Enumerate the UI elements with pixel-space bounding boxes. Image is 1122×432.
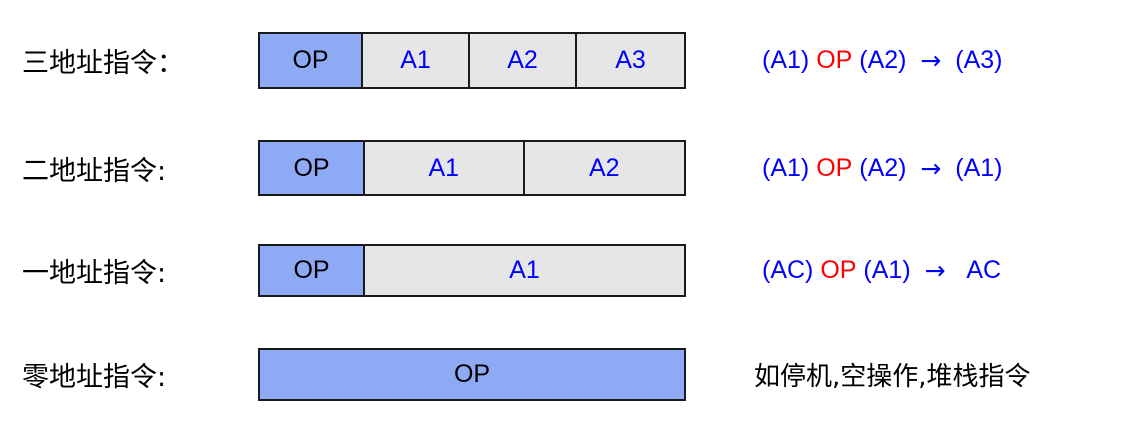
- field-address-1: A1: [365, 246, 684, 295]
- expr-result: (A1): [955, 153, 1003, 182]
- expr-space-3: [911, 256, 925, 285]
- expr-operand-1: (A1): [762, 46, 810, 74]
- expr-space-4: [941, 154, 955, 183]
- field-address-1: A1: [365, 142, 525, 194]
- expr-space-2: [852, 154, 859, 183]
- field-address-3: A3: [577, 34, 684, 87]
- expr-operator: OP: [816, 46, 853, 74]
- expr-space-3: [907, 154, 921, 183]
- instruction-row-two-address: 二地址指令: OP A1 A2 (A1) OP (A2) → (A1): [0, 140, 1122, 196]
- row-label-three-address: 三地址指令：: [22, 48, 184, 79]
- expression-three-address: (A1) OP (A2) → (A3): [762, 32, 1003, 89]
- field-address-1: A1: [363, 34, 471, 87]
- expr-result: AC: [966, 256, 1002, 284]
- instruction-word-zero-address: OP: [258, 348, 686, 401]
- right-arrow-icon: →: [924, 256, 946, 285]
- expression-two-address: (A1) OP (A2) → (A1): [762, 140, 1003, 196]
- field-opcode: OP: [260, 350, 684, 399]
- expr-space-1: [809, 46, 816, 75]
- expr-space-1: [813, 256, 820, 285]
- row-label-one-address: 一地址指令:: [22, 258, 167, 289]
- row-label-two-address: 二地址指令:: [22, 155, 167, 187]
- expr-space-4: [946, 256, 967, 285]
- expr-operand-1: (A1): [762, 153, 810, 182]
- instruction-word-one-address: OP A1: [258, 244, 686, 297]
- field-address-2: A2: [470, 34, 578, 87]
- right-arrow-icon: →: [920, 46, 942, 75]
- expr-space-2: [856, 256, 863, 285]
- field-opcode: OP: [260, 34, 364, 87]
- expr-operand-2: (A1): [863, 256, 911, 284]
- right-arrow-icon: →: [920, 153, 942, 183]
- expression-one-address: (AC) OP (A1) → AC: [762, 244, 1001, 297]
- note-zero-address: 如停机,空操作,堆栈指令: [754, 362, 1031, 392]
- expr-operator: OP: [820, 256, 857, 284]
- field-opcode: OP: [260, 142, 366, 194]
- field-opcode: OP: [260, 246, 366, 295]
- expr-space-2: [852, 46, 859, 75]
- expr-space-3: [907, 46, 921, 75]
- instruction-word-two-address: OP A1 A2: [258, 140, 686, 196]
- expr-operand-1: (AC): [762, 256, 814, 284]
- field-address-2: A2: [524, 142, 684, 194]
- expr-operand-2: (A2): [859, 46, 907, 74]
- instruction-row-zero-address: 零地址指令: OP 如停机,空操作,堆栈指令: [0, 348, 1122, 401]
- instruction-row-one-address: 一地址指令: OP A1 (AC) OP (A1) → AC: [0, 244, 1122, 297]
- expr-space-4: [941, 46, 955, 75]
- instruction-word-three-address: OP A1 A2 A3: [258, 32, 686, 89]
- expr-operator: OP: [816, 153, 853, 182]
- expr-space-1: [809, 154, 816, 183]
- expr-result: (A3): [955, 46, 1003, 74]
- expr-operand-2: (A2): [859, 153, 907, 182]
- row-label-zero-address: 零地址指令:: [22, 362, 167, 393]
- instruction-row-three-address: 三地址指令： OP A1 A2 A3 (A1) OP (A2) → (A3): [0, 32, 1122, 89]
